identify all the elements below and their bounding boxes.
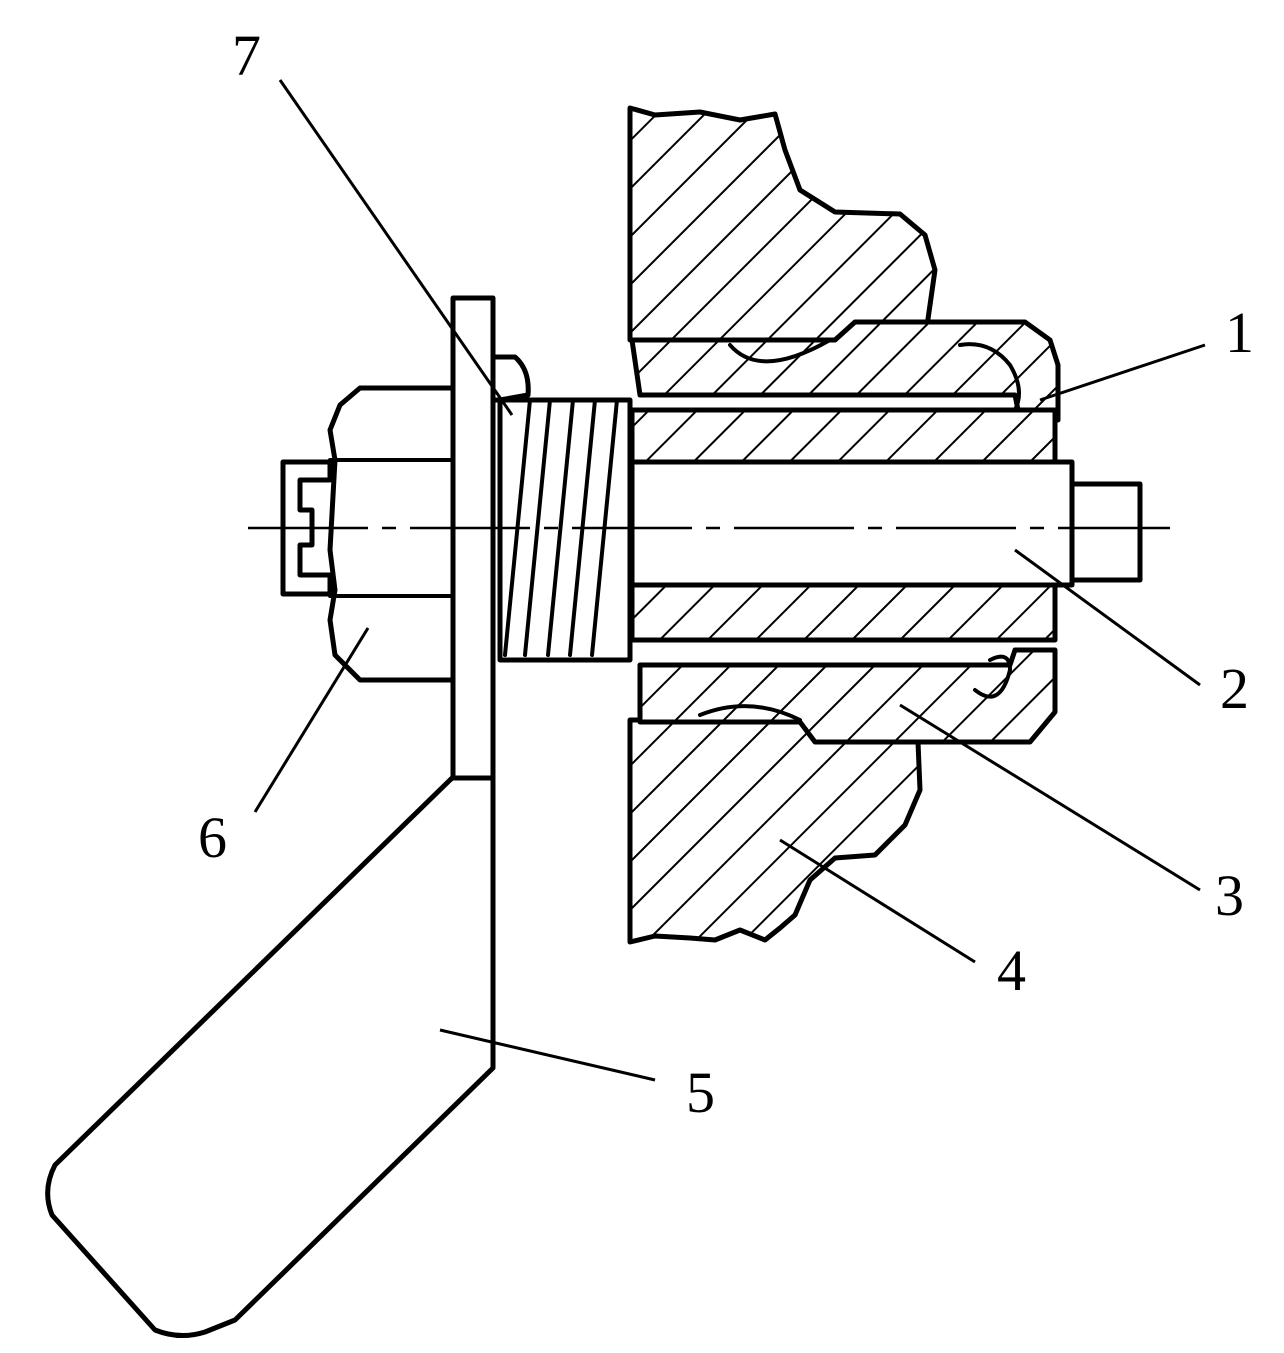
sleeve-part-3-top	[629, 319, 1061, 423]
sleeve-curve-top	[728, 338, 832, 364]
leader-7	[278, 79, 514, 416]
label-7: 7	[232, 23, 261, 88]
leader-2	[1014, 548, 1201, 687]
label-4: 4	[997, 938, 1026, 1003]
lever-part-5	[45, 742, 496, 1338]
label-3: 3	[1215, 863, 1244, 928]
shaft-part-2	[629, 459, 1075, 588]
leader-5	[439, 1028, 656, 1082]
washer-top	[490, 354, 531, 403]
spring-housing-part-7	[497, 397, 633, 663]
base-body-part-4	[627, 105, 938, 343]
shaft-tip	[1069, 481, 1143, 583]
leader-6	[253, 627, 370, 813]
leader-3	[899, 703, 1201, 892]
leader-1	[1039, 343, 1206, 402]
spring-hook-top	[958, 342, 1021, 412]
sleeve-curve-bottom	[698, 704, 802, 722]
label-6: 6	[198, 805, 227, 870]
sleeve-part-3-bottom	[637, 647, 1058, 745]
base-body-part-4-lower	[627, 717, 923, 945]
leader-4	[779, 838, 976, 964]
lever-plate-part-5	[450, 295, 496, 781]
label-1: 1	[1225, 300, 1254, 365]
sleeve-part-1-core	[629, 407, 1058, 465]
label-2: 2	[1220, 656, 1249, 721]
nut-chamfer-lines	[328, 458, 455, 598]
sleeve-part-1-core-lower	[629, 582, 1058, 643]
nut-part-6	[327, 385, 456, 683]
spring-hook-bottom	[973, 654, 1013, 699]
label-5: 5	[686, 1060, 715, 1125]
